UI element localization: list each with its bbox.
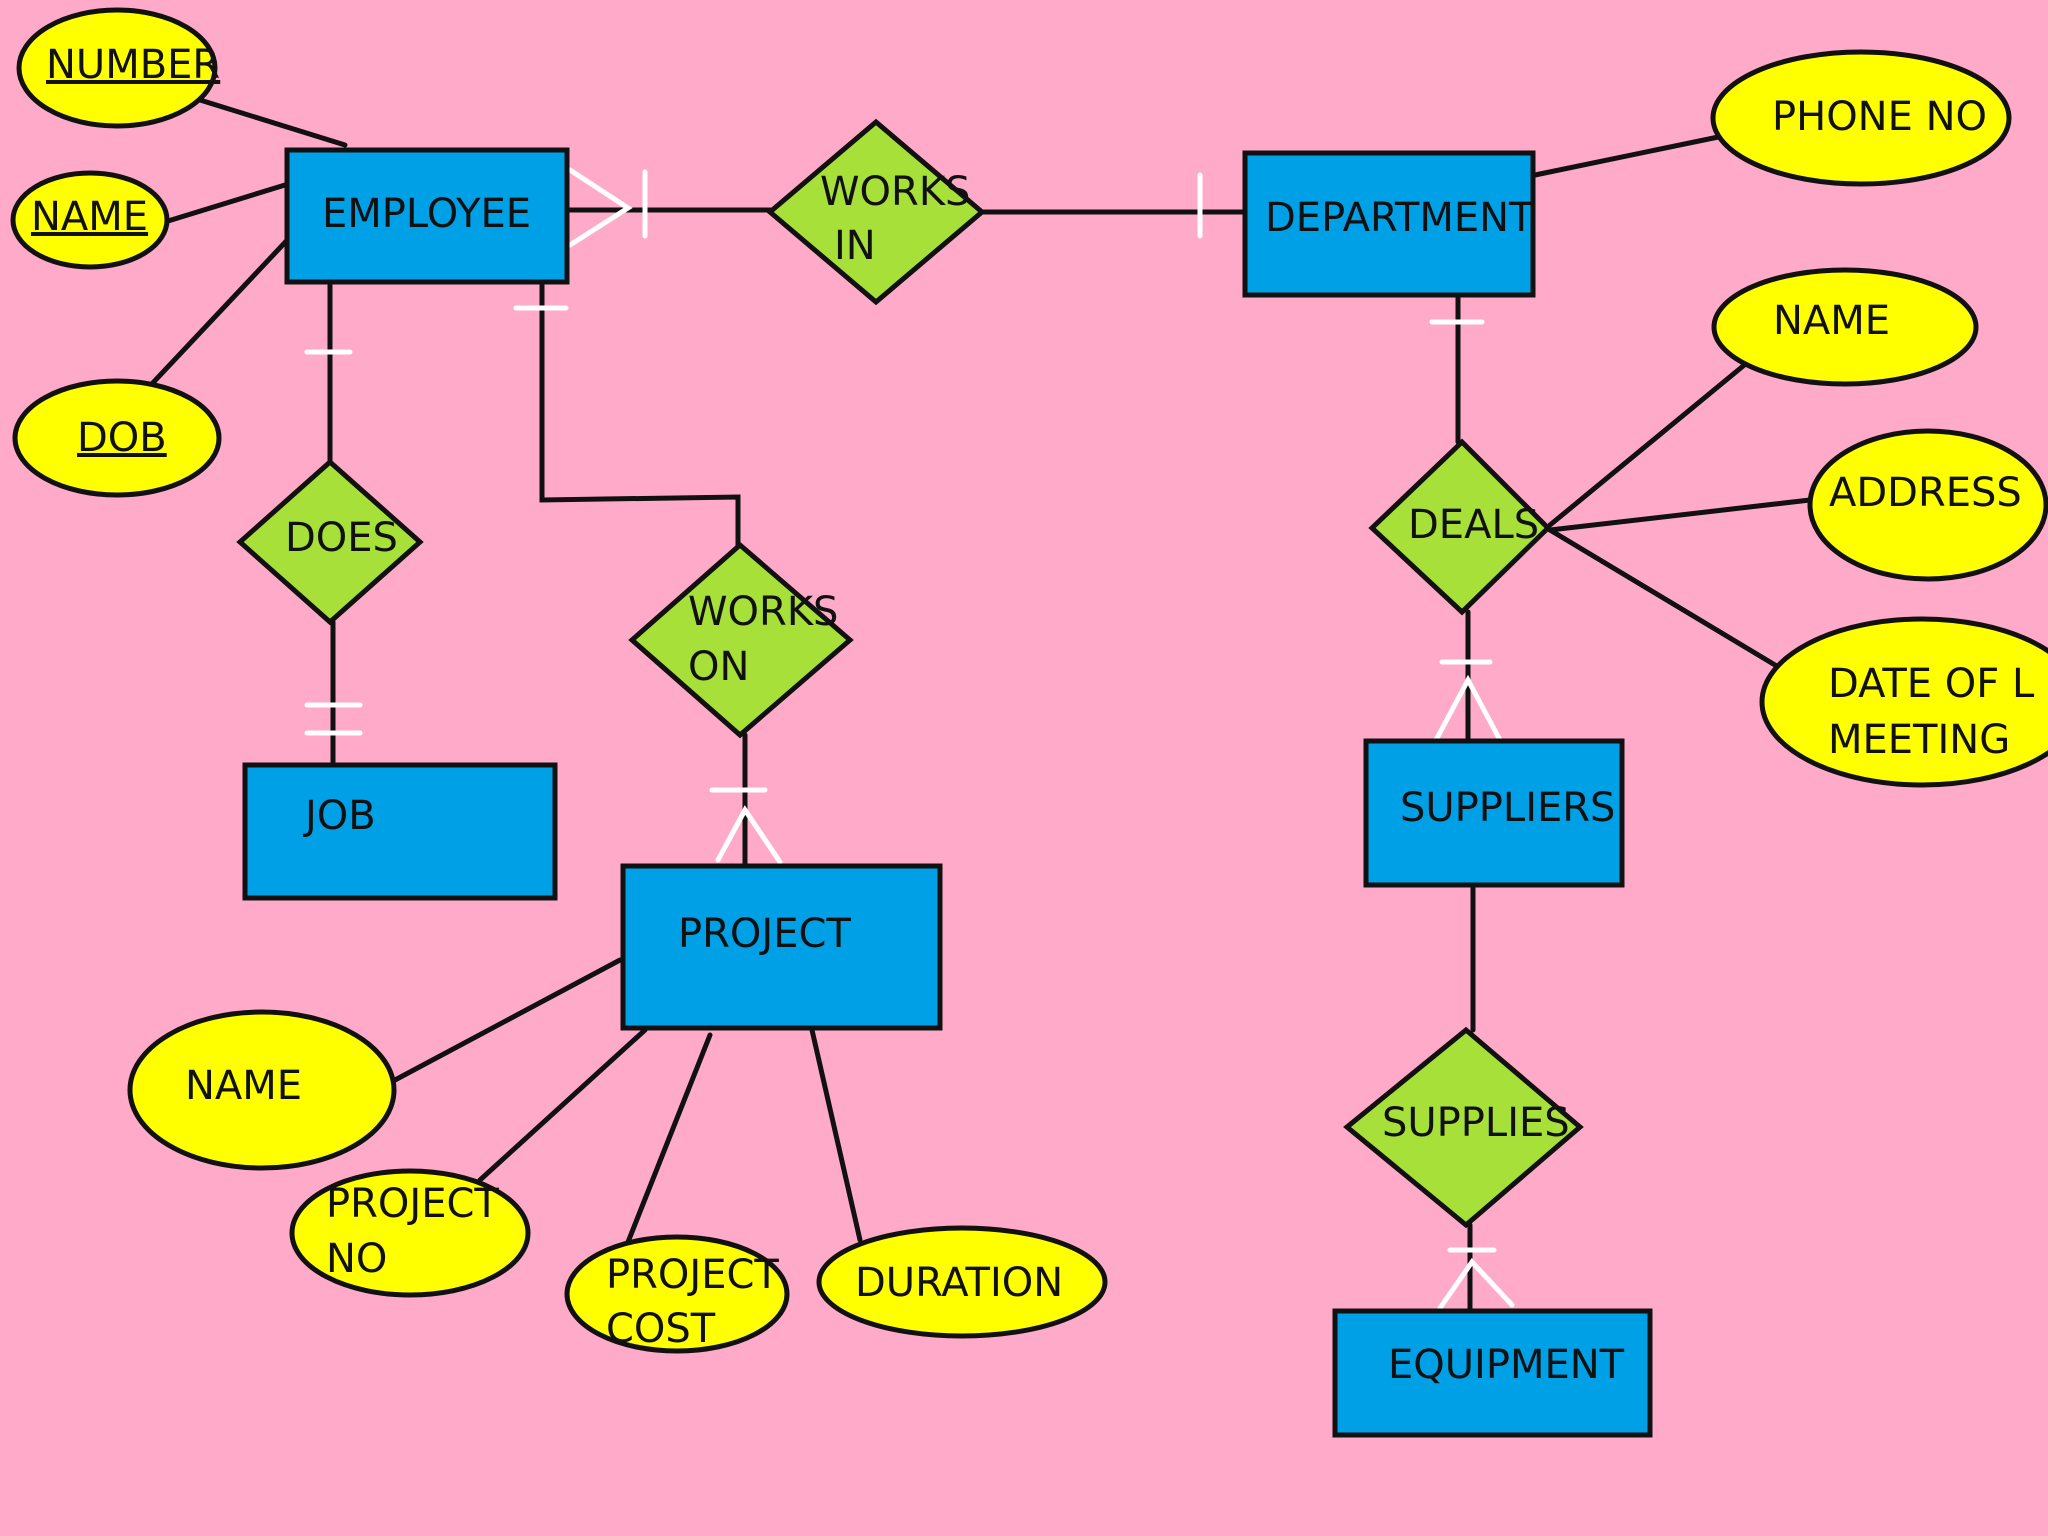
entity-label: SUPPLIERS (1400, 785, 1615, 831)
crowfoot-employee-worksin (567, 167, 633, 248)
relationship-works-in[interactable]: WORKS IN (766, 118, 986, 306)
line-project-duration (809, 1027, 863, 1243)
attribute-ellipse (127, 1009, 397, 1171)
entity-employee[interactable]: EMPLOYEE (284, 147, 570, 285)
crowfoot-workson-project (715, 805, 783, 865)
attribute-ellipse (1759, 616, 2048, 788)
attribute-project-no[interactable]: PROJECT NO (289, 1168, 531, 1298)
attribute-label-line-2: NO (326, 1236, 387, 1282)
entity-label: PROJECT (678, 911, 851, 957)
relationship-diamond (628, 541, 854, 739)
attribute-label: NAME (1773, 298, 1890, 344)
attribute-label: DURATION (855, 1260, 1063, 1306)
line-deals-name (1547, 359, 1751, 528)
attribute-label: ADDRESS (1829, 470, 2022, 516)
attribute-label-line-2: COST (606, 1306, 716, 1352)
relationship-diamond (1368, 438, 1552, 616)
cardinality-marks (304, 167, 1515, 1311)
line-project-no (477, 1027, 648, 1183)
connectors (145, 97, 1813, 1313)
attribute-label-line-1: PROJECT (326, 1181, 499, 1227)
line-name-employee (152, 182, 288, 228)
line-project-cost (625, 1032, 713, 1245)
attribute-ellipse (564, 1234, 790, 1354)
entity-department[interactable]: DEPARTMENT (1242, 150, 1536, 298)
entity-box (620, 863, 943, 1031)
attribute-label-line-2: MEETING (1828, 717, 2010, 763)
relationship-does[interactable]: DOES (236, 458, 424, 626)
relationship-supplies[interactable]: SUPPLIES (1343, 1026, 1584, 1229)
attribute-label: DOB (77, 415, 167, 461)
line-number-employee (197, 97, 348, 148)
entity-box (284, 147, 570, 285)
relationship-diamond (766, 118, 986, 306)
crowfoot-deals-suppliers (1433, 674, 1503, 743)
attribute-deals-address[interactable]: ADDRESS (1807, 428, 2048, 582)
relationship-deals[interactable]: DEALS (1368, 438, 1552, 616)
attribute-employee-number[interactable]: NUMBER (16, 7, 220, 129)
attribute-label: PHONE NO (1772, 94, 1987, 140)
attribute-label-line-1: DATE OF L (1828, 661, 2035, 707)
attribute-ellipse (16, 7, 218, 129)
attribute-project-name[interactable]: NAME (127, 1009, 397, 1171)
attribute-project-cost[interactable]: PROJECT COST (564, 1234, 790, 1354)
relationship-label: SUPPLIES (1382, 1100, 1570, 1146)
entity-box (1363, 738, 1625, 888)
line-department-phone (1532, 132, 1731, 178)
attribute-ellipse (1711, 267, 1979, 387)
attribute-ellipse (289, 1168, 531, 1298)
relationship-label-line-2: IN (834, 223, 876, 269)
relationship-diamond (236, 458, 424, 626)
line-deals-date (1547, 527, 1783, 671)
relationship-label-line-1: WORKS (688, 589, 838, 635)
entity-box (1332, 1308, 1653, 1438)
attribute-employee-name[interactable]: NAME (10, 170, 170, 270)
line-employee-workson (539, 275, 741, 548)
line-dob-employee (145, 232, 295, 391)
attribute-deals-name[interactable]: NAME (1711, 267, 1979, 387)
entity-label: EQUIPMENT (1388, 1342, 1625, 1388)
attribute-employee-dob[interactable]: DOB (12, 378, 222, 498)
entity-label: DEPARTMENT (1265, 195, 1534, 241)
attribute-ellipse (1710, 49, 2012, 187)
attribute-department-phone[interactable]: PHONE NO (1710, 49, 2012, 187)
attribute-label-line-1: PROJECT (606, 1252, 779, 1298)
relationship-label: DOES (285, 515, 398, 561)
line-project-name (392, 957, 623, 1083)
relationship-diamond (1343, 1026, 1584, 1229)
crowfoot-supplies-equipment (1437, 1258, 1515, 1311)
entity-box (1242, 150, 1536, 298)
attribute-deals-date-of-meeting[interactable]: DATE OF L MEETING (1759, 616, 2048, 788)
relationship-label-line-2: ON (688, 644, 749, 690)
entity-job[interactable]: JOB (242, 762, 558, 901)
entity-suppliers[interactable]: SUPPLIERS (1363, 738, 1625, 888)
entity-project[interactable]: PROJECT (620, 863, 943, 1031)
attribute-label: NAME (31, 194, 148, 240)
entity-box (242, 762, 558, 901)
attribute-label: NUMBER (46, 42, 220, 88)
relationship-works-on[interactable]: WORKS ON (628, 541, 854, 739)
attribute-project-duration[interactable]: DURATION (816, 1225, 1108, 1339)
relationship-label-line-1: WORKS (820, 169, 970, 215)
attribute-ellipse (10, 170, 170, 270)
entity-equipment[interactable]: EQUIPMENT (1332, 1308, 1653, 1438)
attribute-ellipse (12, 378, 222, 498)
relationship-label: DEALS (1408, 502, 1539, 548)
entity-label: EMPLOYEE (322, 191, 531, 237)
attribute-ellipse (1807, 428, 2048, 582)
attribute-label: NAME (185, 1063, 302, 1109)
line-deals-address (1547, 497, 1813, 533)
attribute-ellipse (816, 1225, 1108, 1339)
entity-label: JOB (302, 793, 376, 839)
